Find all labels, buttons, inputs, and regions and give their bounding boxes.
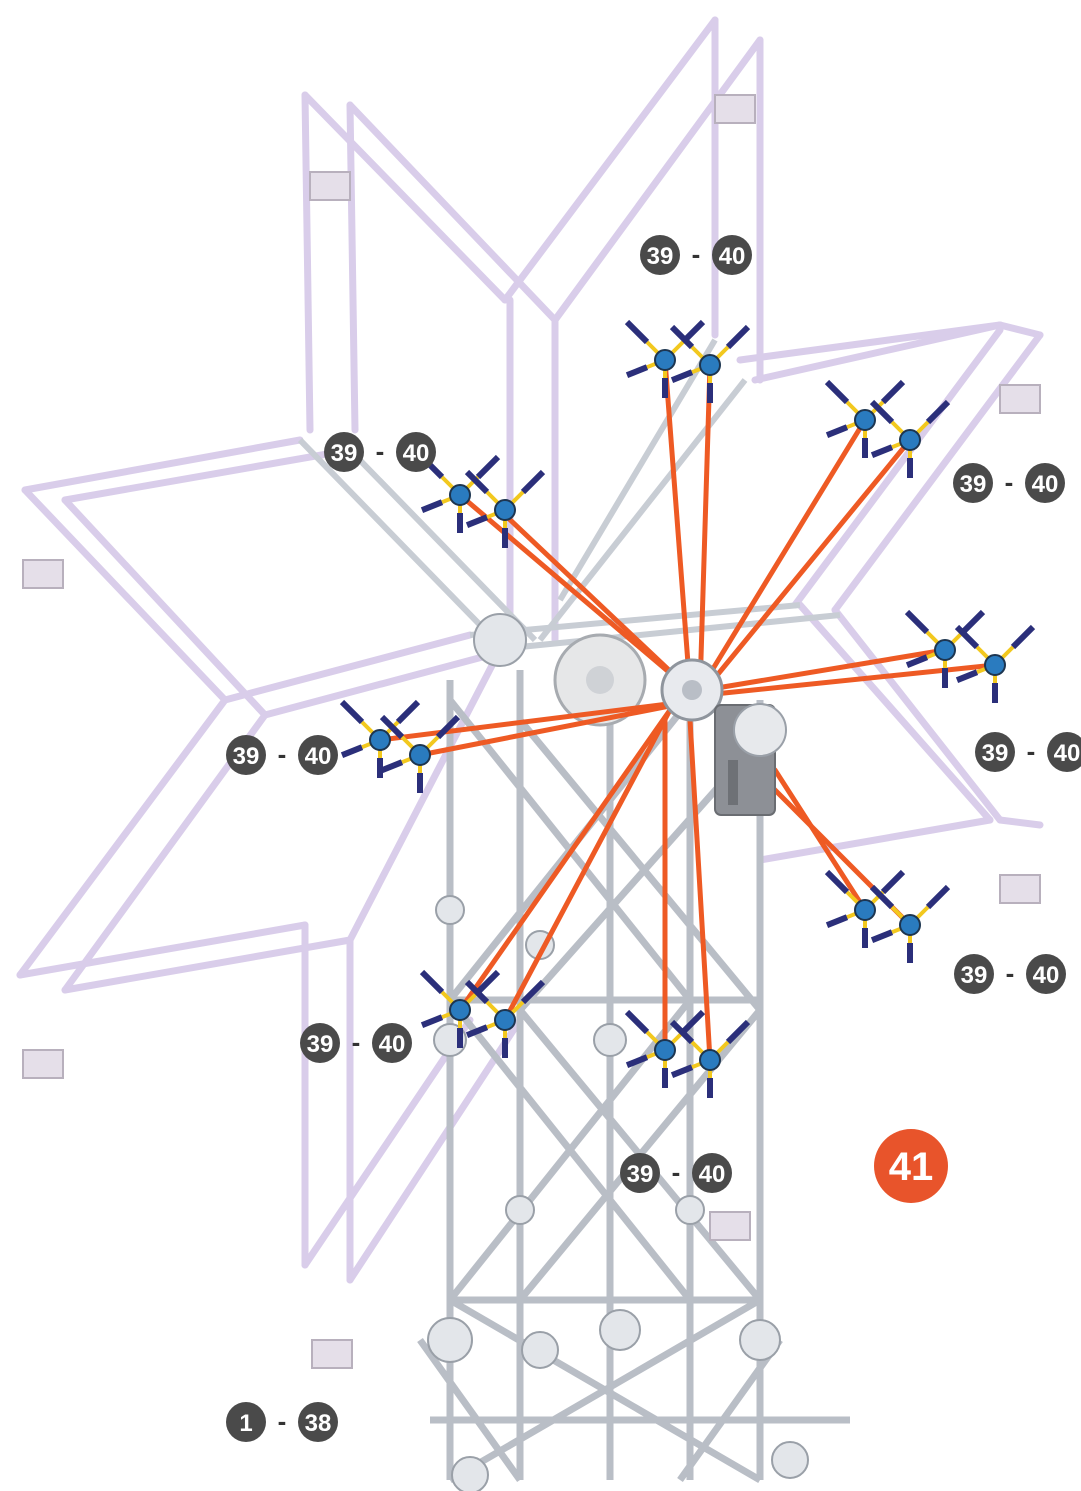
range-label: 39-40 <box>975 732 1081 772</box>
range-badge-number: 40 <box>403 440 430 467</box>
range-badge <box>372 1023 412 1063</box>
range-badge <box>692 1153 732 1193</box>
range-badge <box>300 1023 340 1063</box>
range-badge <box>620 1153 660 1193</box>
range-label: 39-40 <box>324 432 436 472</box>
connector-cluster <box>419 969 501 1048</box>
connector-cluster <box>824 379 906 458</box>
grey-struts <box>297 338 841 653</box>
central-hub <box>660 658 724 722</box>
connector-cluster <box>869 399 951 478</box>
range-badge <box>640 235 680 275</box>
range-badge <box>1025 463 1065 503</box>
range-badge-number: 39 <box>647 243 674 270</box>
connector-cluster <box>624 1009 706 1088</box>
connector-cluster <box>869 884 951 963</box>
range-label: 39-40 <box>300 1023 412 1063</box>
range-badge-number: 40 <box>699 1161 726 1188</box>
range-badge <box>298 735 338 775</box>
connector-cluster <box>464 469 546 548</box>
range-badge-number: 40 <box>305 743 332 770</box>
range-badge <box>396 432 436 472</box>
range-badge-number: 38 <box>305 1410 332 1437</box>
connector-cluster <box>904 609 986 688</box>
range-separator: - <box>376 436 385 466</box>
connector-cluster <box>624 319 706 398</box>
range-separator: - <box>278 739 287 769</box>
range-badge <box>712 235 752 275</box>
connector-cluster <box>824 869 906 948</box>
range-badge-number: 39 <box>982 740 1009 767</box>
range-badge-number: 40 <box>719 243 746 270</box>
motor-unit <box>714 703 787 816</box>
range-badge <box>975 732 1015 772</box>
range-badge-number: 39 <box>961 962 988 989</box>
drive-gear <box>473 613 647 727</box>
range-badge <box>953 463 993 503</box>
range-badge <box>954 954 994 994</box>
connector-cluster <box>669 1019 751 1098</box>
range-label: 39-40 <box>954 954 1066 994</box>
range-badge <box>1047 732 1081 772</box>
range-label: 39-40 <box>640 235 752 275</box>
connector-cluster <box>669 324 751 403</box>
range-label: 39-40 <box>226 735 338 775</box>
range-badge-number: 39 <box>233 743 260 770</box>
range-badge-number: 40 <box>1033 962 1060 989</box>
range-badge <box>226 735 266 775</box>
connector-cluster <box>339 699 421 778</box>
step-number: 41 <box>889 1145 934 1189</box>
range-label: 39-40 <box>620 1153 732 1193</box>
range-separator: - <box>352 1027 361 1057</box>
range-separator: - <box>278 1406 287 1436</box>
range-badge <box>1026 954 1066 994</box>
range-badge <box>324 432 364 472</box>
range-badge-number: 40 <box>379 1031 406 1058</box>
step-number-badge: 41 <box>874 1129 948 1203</box>
ghost-star-frame <box>16 16 1044 1284</box>
range-badge-number: 1 <box>239 1410 252 1437</box>
range-label: 39-40 <box>953 463 1065 503</box>
range-badge-number: 39 <box>307 1031 334 1058</box>
foot-blocks <box>22 94 1041 1369</box>
range-separator: - <box>692 239 701 269</box>
connector-cluster <box>954 624 1036 703</box>
lattice-tower <box>417 670 850 1484</box>
range-badge-number: 39 <box>627 1161 654 1188</box>
connector-cluster <box>464 979 546 1058</box>
range-separator: - <box>1005 467 1014 497</box>
range-separator: - <box>672 1157 681 1187</box>
range-badge-number: 39 <box>331 440 358 467</box>
connector-cluster <box>379 714 461 793</box>
range-label: 1-38 <box>226 1402 338 1442</box>
range-badge <box>298 1402 338 1442</box>
range-badge <box>226 1402 266 1442</box>
range-badge-number: 40 <box>1032 471 1059 498</box>
connector-clusters <box>339 319 1036 1098</box>
range-separator: - <box>1006 958 1015 988</box>
range-badge-number: 40 <box>1054 740 1081 767</box>
connector-cluster <box>419 454 501 533</box>
tower-connectors <box>427 895 809 1491</box>
range-separator: - <box>1027 736 1036 766</box>
range-badge-number: 39 <box>960 471 987 498</box>
